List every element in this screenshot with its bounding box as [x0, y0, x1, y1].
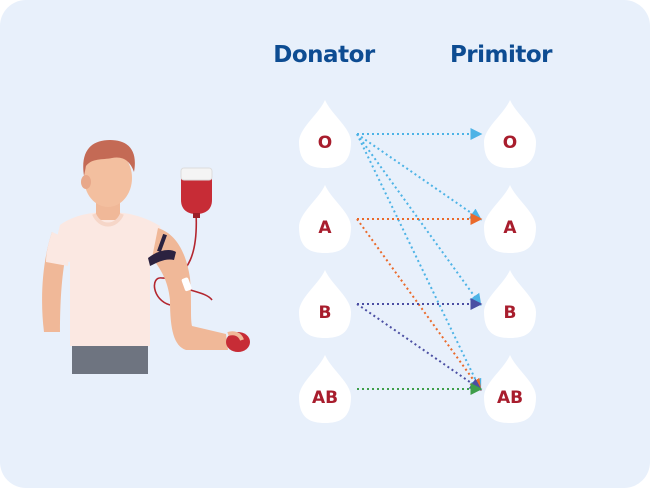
- blood-drop-icon: [299, 100, 351, 168]
- donor-blood-type-label: AB: [312, 388, 338, 408]
- blood-drop-icon: [484, 270, 536, 338]
- arrow-o-to-ab: [356, 133, 482, 392]
- recipient-drop-o: O: [484, 100, 536, 168]
- donor-blood-type-label: A: [318, 218, 332, 238]
- blood-drop-icon: [299, 185, 351, 253]
- recipient-blood-type-label: AB: [497, 388, 523, 408]
- arrow-o-to-a: [356, 133, 482, 221]
- recipient-drop-b: B: [484, 270, 536, 338]
- blood-drop-icon: [299, 270, 351, 338]
- arrow-b-to-ab: [356, 303, 482, 391]
- recipient-drop-ab: AB: [484, 355, 536, 423]
- recipient-blood-type-label: O: [503, 133, 517, 153]
- recipient-blood-type-label: A: [503, 218, 517, 238]
- recipient-column-title: Primitor: [449, 42, 553, 68]
- recipient-blood-type-label: B: [504, 303, 517, 323]
- blood-drop-icon: [484, 185, 536, 253]
- donor-drop-a: A: [299, 185, 351, 253]
- donor-blood-type-label: O: [318, 133, 332, 153]
- donor-column-title: Donator: [273, 42, 375, 68]
- blood-drop-icon: [484, 100, 536, 168]
- donor-drop-o: O: [299, 100, 351, 168]
- blood-drop-icon: [299, 355, 351, 423]
- recipient-drop-a: A: [484, 185, 536, 253]
- donor-blood-type-label: B: [319, 303, 332, 323]
- donor-drop-b: B: [299, 270, 351, 338]
- donor-drop-ab: AB: [299, 355, 351, 423]
- blood-drop-icon: [484, 355, 536, 423]
